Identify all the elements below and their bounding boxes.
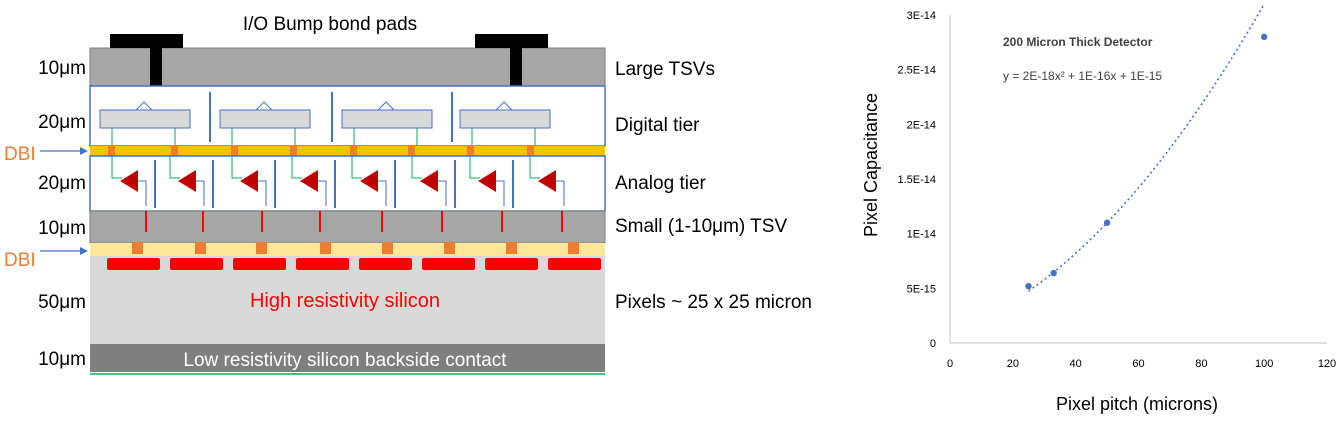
y-tick-label: 1E-14: [907, 229, 936, 241]
x-tick-label: 60: [1132, 358, 1144, 370]
layer-label-pixels: Pixels ~ 25 x 25 micron: [615, 292, 812, 313]
y-tick-label: 5E-15: [907, 283, 936, 295]
bump-pad-left: [110, 34, 183, 48]
thickness-label: 20μm: [38, 173, 86, 194]
dbi-label-top: DBI: [4, 144, 36, 165]
dbi-arrow-bottom: [40, 247, 88, 255]
chart-annotation-title: 200 Micron Thick Detector: [1003, 35, 1153, 49]
layer-label-large-tsvs: Large TSVs: [615, 59, 715, 80]
data-point: [1025, 282, 1032, 290]
x-tick-label: 120: [1318, 358, 1336, 370]
dbi-arrow-top: [40, 147, 88, 155]
tsv-left: [150, 46, 162, 86]
thickness-label: 20μm: [38, 112, 86, 133]
y-tick-labels: 0 5E-15 1E-14 1.5E-14 2E-14 2.5E-14 3E-14: [897, 10, 936, 350]
x-tick-label: 80: [1195, 358, 1207, 370]
analog-cells: [111, 156, 565, 208]
x-axis-title: Pixel pitch (microns): [1056, 394, 1218, 414]
x-tick-label: 100: [1255, 358, 1273, 370]
x-tick-label: 40: [1070, 358, 1082, 370]
dbi-bond-layer-bottom: [90, 243, 605, 256]
detector-stack-diagram: I/O Bump bond pads: [4, 14, 812, 375]
y-tick-label: 3E-14: [907, 10, 936, 22]
dbi-bond-layer-top: [90, 146, 605, 156]
thickness-label: 50μm: [38, 292, 86, 313]
thickness-label: 10μm: [38, 58, 86, 79]
thickness-label: 10μm: [38, 218, 86, 239]
dbi-pads-bottom: [132, 242, 579, 254]
large-tsv-layer: [89, 47, 606, 87]
dbi-pads-top: [108, 145, 534, 156]
data-points: [1025, 33, 1268, 290]
y-tick-label: 2E-14: [907, 119, 936, 131]
data-point: [1103, 219, 1111, 226]
thickness-label: 10μm: [38, 349, 86, 370]
digital-cells: [99, 92, 551, 146]
layer-label-analog-tier: Analog tier: [615, 173, 707, 194]
tsv-right: [510, 46, 522, 86]
dbi-label-bottom: DBI: [4, 250, 36, 271]
y-tick-label: 0: [930, 338, 936, 350]
x-tick-label: 20: [1007, 358, 1019, 370]
chart-axes: [949, 15, 1327, 344]
x-tick-label: 0: [947, 358, 953, 370]
trendline: [1028, 3, 1265, 292]
layer-label-digital-tier: Digital tier: [615, 115, 700, 136]
analog-tier: [89, 155, 606, 212]
high-resistivity-label: High resistivity silicon: [250, 290, 440, 312]
diagram-title: I/O Bump bond pads: [243, 14, 417, 35]
trendline-equation: y = 2E-18x² + 1E-16x + 1E-15: [1003, 69, 1162, 83]
small-tsv-layer: [89, 210, 606, 244]
low-resistivity-label: Low resistivity silicon backside contact: [183, 350, 507, 371]
y-tick-label: 1.5E-14: [897, 174, 936, 186]
y-axis-title: Pixel Capacitance: [861, 93, 881, 237]
low-resistivity-backside: [90, 344, 605, 372]
data-point: [1260, 33, 1268, 41]
small-tsvs: [145, 211, 563, 232]
y-tick-label: 2.5E-14: [897, 65, 936, 77]
high-resistivity-silicon: [90, 256, 605, 344]
layer-label-small-tsv: Small (1-10μm) TSV: [615, 216, 787, 237]
x-tick-labels: 0 20 40 60 80 100 120: [947, 358, 1336, 370]
data-point: [1050, 269, 1057, 277]
bump-pad-right: [475, 34, 548, 48]
pixel-implants: [107, 258, 601, 270]
